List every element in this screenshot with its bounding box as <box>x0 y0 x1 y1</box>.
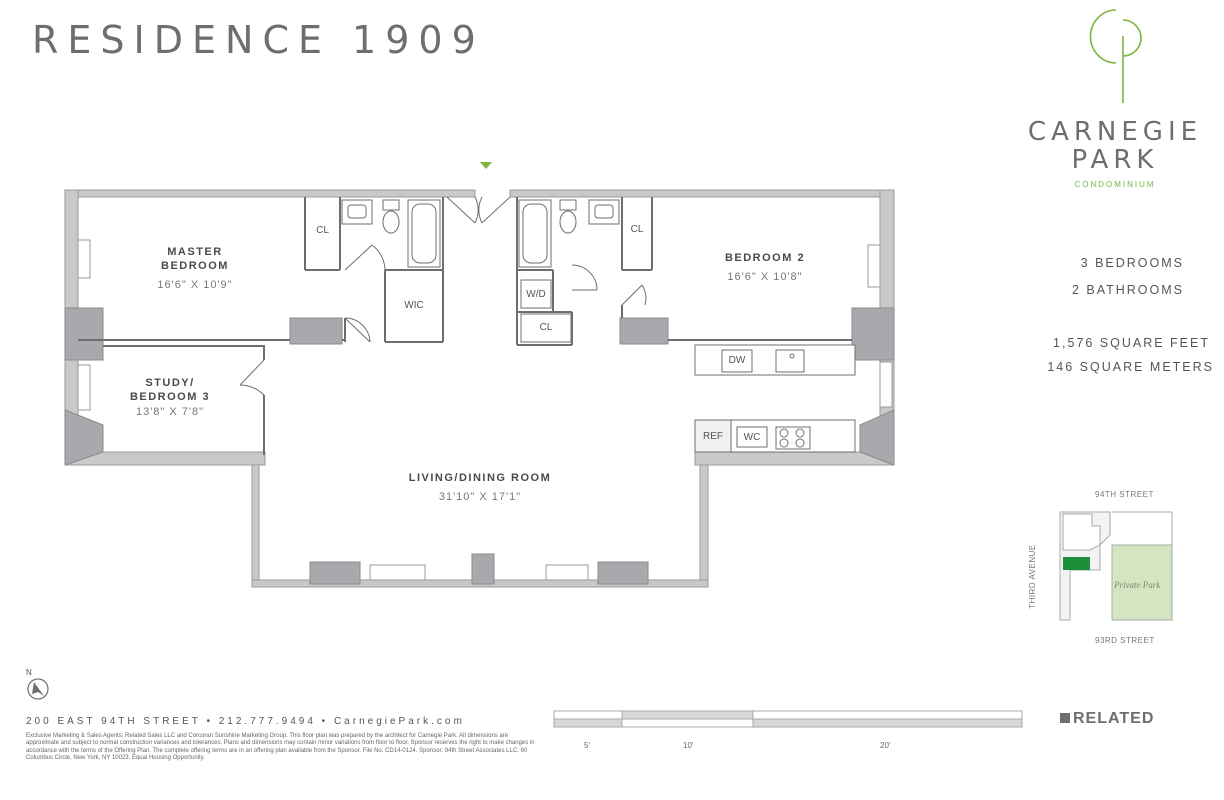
scale-label: 20' <box>880 741 891 750</box>
entry-marker-icon <box>480 162 492 169</box>
brand-block: CARNEGIE PARK CONDOMINIUM <box>1020 118 1210 189</box>
street-label-north: 94TH STREET <box>1095 490 1154 499</box>
room-bedroom-2: BEDROOM 2 16'6" X 10'8" <box>690 251 840 283</box>
brand-name-line2: PARK <box>1071 145 1159 175</box>
page-title: RESIDENCE 1909 <box>32 18 485 62</box>
room-name: MASTER <box>167 246 223 258</box>
footer-address: 200 EAST 94TH STREET • 212.777.9494 • Ca… <box>26 716 465 727</box>
spec-bathrooms: 2 BATHROOMS <box>1071 283 1184 297</box>
room-name: BEDROOM 3 <box>129 391 211 403</box>
related-logo-icon <box>1060 713 1070 723</box>
closet-label: CL <box>316 225 329 236</box>
compass-label: N <box>26 668 32 677</box>
room-name: BEDROOM 2 <box>724 252 806 264</box>
carnegie-park-logo-icon <box>1089 9 1142 103</box>
room-name: BEDROOM <box>161 260 229 272</box>
brand-subtitle: CONDOMINIUM <box>1074 180 1156 189</box>
street-label-west: THIRD AVENUE <box>1027 544 1037 609</box>
street-label-south: 93RD STREET <box>1095 636 1155 645</box>
closet-label: CL <box>630 224 644 235</box>
footer-disclaimer: Exclusive Marketing & Sales Agents: Rela… <box>26 733 535 762</box>
room-name: LIVING/DINING ROOM <box>408 472 552 484</box>
room-master-bedroom: MASTER BEDROOM 16'6" X 10'9" <box>120 245 270 291</box>
washer-dryer-label: W/D <box>526 289 546 300</box>
closet-label: CL <box>539 322 553 333</box>
private-park-label: Private Park <box>1114 580 1161 590</box>
residence-highlight <box>1063 557 1090 570</box>
walk-in-closet-label: WIC <box>404 300 424 311</box>
refrigerator-label: REF <box>703 431 723 442</box>
dishwasher-label: DW <box>728 355 746 366</box>
room-dimensions: 16'6" X 10'8" <box>727 271 803 283</box>
scale-bar <box>553 710 1023 728</box>
developer-logo: RELATED <box>1060 710 1154 728</box>
room-name: STUDY/ <box>145 377 195 389</box>
room-dimensions: 31'10" X 17'1" <box>438 491 522 503</box>
scale-label: 5' <box>584 741 590 750</box>
room-dimensions: 13'8" X 7'8" <box>135 406 205 418</box>
wine-cooler-label: WC <box>743 432 761 443</box>
spec-square-feet: 1,576 SQUARE FEET <box>1053 336 1210 350</box>
north-compass-icon <box>27 678 49 700</box>
brand-name-line1: CARNEGIE <box>1027 117 1203 147</box>
scale-label: 10' <box>683 741 694 750</box>
spec-bedrooms: 3 BEDROOMS <box>1080 256 1184 270</box>
spec-square-meters: 146 SQUARE METERS <box>1047 360 1214 374</box>
private-park-area <box>1111 544 1173 621</box>
room-dimensions: 16'6" X 10'9" <box>157 279 233 291</box>
room-study-bedroom-3: STUDY/ BEDROOM 3 13'8" X 7'8" <box>100 376 240 418</box>
room-living-dining: LIVING/DINING ROOM 31'10" X 17'1" <box>380 471 580 503</box>
developer-name: RELATED <box>1073 710 1155 727</box>
